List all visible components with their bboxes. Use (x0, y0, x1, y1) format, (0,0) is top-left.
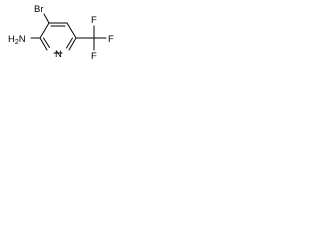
amine-subscript: 2 (15, 39, 19, 46)
bond-c5-c6 (68, 37, 77, 51)
pyridine-ring (39, 22, 77, 54)
amine-n: N (19, 34, 26, 45)
atom-label-ring-n: N (55, 49, 62, 60)
amine-h: H (8, 34, 15, 45)
atom-label-f-right: F (108, 34, 114, 45)
bond-c5-c6-double (66, 37, 73, 49)
molecule-structure: Br H2N N F F F (8, 4, 114, 62)
bond-n1-c2 (39, 37, 48, 51)
atom-label-br: Br (34, 4, 44, 15)
bond-c2-c3 (39, 22, 50, 39)
atom-label-f-top: F (91, 15, 97, 26)
atom-label-amine: H2N (8, 34, 26, 46)
bond-n1-c2-double (43, 37, 50, 48)
bond-c3-br (43, 13, 50, 24)
atom-label-f-bottom: F (91, 51, 97, 62)
bond-c4-c5 (66, 22, 77, 39)
